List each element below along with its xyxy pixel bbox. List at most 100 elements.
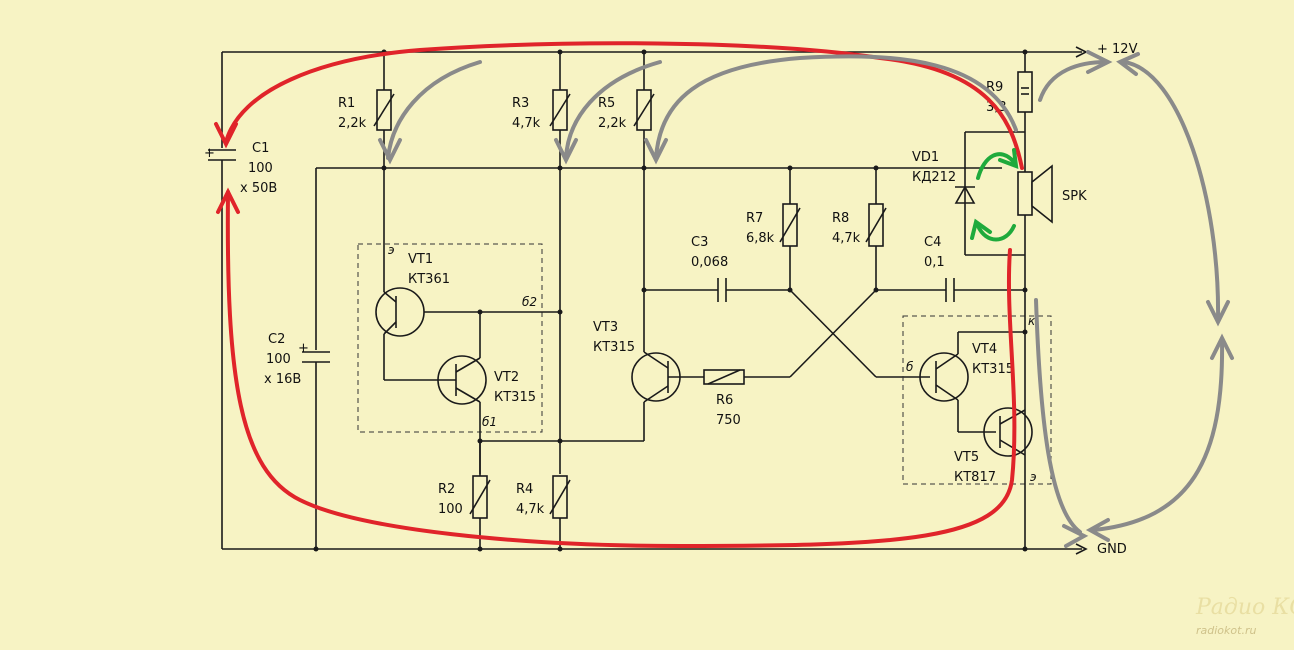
grey-loop-top (1122, 60, 1221, 322)
grey-arrow-r5 (644, 138, 668, 165)
r6-name: R6 (716, 393, 733, 408)
resistor-r6: R6 750 (703, 369, 790, 428)
c1-name: C1 (252, 141, 269, 156)
c4-value: 0,1 (924, 255, 945, 270)
resistor-r4: R4 4,7k (516, 475, 571, 549)
cross-wire-b (789, 289, 877, 378)
grey-arrow-r3 (554, 138, 578, 165)
green-loop-top (976, 152, 1016, 180)
grey-path-r5 (654, 54, 1018, 160)
c3-name: C3 (691, 235, 708, 250)
green-loop-bottom (976, 224, 1016, 242)
grey-loop-bottom (1092, 338, 1225, 532)
capacitor-c1: + C1 100 x 50В (204, 52, 277, 549)
red-arrow-top (214, 122, 238, 149)
speaker-spk: SPK (1017, 164, 1087, 224)
grey-path-bottom-right (1034, 298, 1082, 534)
watermark-logo: Радио КОТ (1195, 595, 1294, 620)
r8-name: R8 (832, 211, 849, 226)
svg-text:+: + (204, 146, 215, 161)
resistor-r1: R1 2,2k (338, 52, 395, 292)
resistor-r8: R8 4,7k (832, 168, 887, 290)
resistor-r2: R2 100 (438, 441, 491, 549)
vt4-name: VT4 (972, 342, 997, 357)
vt5-name: VT5 (954, 450, 979, 465)
green-arrow-bottom (970, 218, 992, 240)
c1-value: 100 (248, 161, 273, 176)
vt3-type: КТ315 (593, 340, 635, 355)
c1-voltage: x 50В (240, 181, 277, 196)
grey-path-r3 (564, 60, 662, 160)
r1-value: 2,2k (338, 116, 367, 131)
r5-value: 2,2k (598, 116, 627, 131)
r3-name: R3 (512, 96, 529, 111)
vt5-emitter-pin: э (1030, 470, 1037, 484)
vt4-base-pin: б (906, 360, 914, 374)
r2-name: R2 (438, 482, 455, 497)
capacitor-c4: C4 0,1 (876, 235, 1025, 302)
c4-name: C4 (924, 235, 941, 250)
vt2-name: VT2 (494, 370, 519, 385)
resistor-r3: R3 4,7k (512, 52, 571, 474)
r4-value: 4,7k (516, 502, 545, 517)
r4-name: R4 (516, 482, 533, 497)
vt2-type: КТ315 (494, 390, 536, 405)
vd1-name: VD1 (912, 150, 939, 165)
grey-arrow-loop-mid-down (1206, 300, 1230, 327)
vt4-type: КТ315 (972, 362, 1014, 377)
r5-name: R5 (598, 96, 615, 111)
b2-pin: б2 (522, 295, 537, 309)
spk-name: SPK (1062, 189, 1087, 204)
vt1-name: VT1 (408, 252, 433, 267)
b1-pin: б1 (482, 415, 497, 429)
grey-arrow-loop-top (1116, 52, 1140, 76)
grey-arrow-top-right (1086, 50, 1113, 74)
vt1-emitter-pin: э (388, 243, 395, 257)
vt1-type: КТ361 (408, 272, 450, 287)
grey-arrow-r1 (378, 138, 402, 165)
red-arrow-bottom (216, 187, 240, 214)
red-current-path-bottom (225, 190, 1017, 549)
resistor-r7: R7 6,8k (746, 168, 801, 290)
resistor-r5: R5 2,2k (598, 52, 655, 352)
transistor-vt4: VT4 КТ315 б к (906, 314, 1036, 433)
r3-value: 4,7k (512, 116, 541, 131)
grey-arrow-loop-bottom (1085, 518, 1110, 542)
r2-value: 100 (438, 502, 463, 517)
watermark-url: radiokot.ru (1196, 624, 1256, 637)
r6-value: 750 (716, 413, 741, 428)
diode-vd1: VD1 КД212 (912, 131, 1025, 256)
grey-arrow-loop-mid-up (1210, 333, 1234, 360)
r8-value: 4,7k (832, 231, 861, 246)
r7-value: 6,8k (746, 231, 775, 246)
vt5-type: КТ817 (954, 470, 996, 485)
c2-value: 100 (266, 352, 291, 367)
grey-path-r1 (386, 60, 482, 160)
green-arrow-top (998, 148, 1019, 170)
transistor-vt1: VT1 КТ361 э б2 (375, 243, 560, 380)
capacitor-c3: C3 0,068 (644, 235, 790, 302)
transistor-vt5: VT5 КТ817 э (954, 407, 1037, 485)
transistor-vt3: VT3 КТ315 (593, 320, 704, 441)
transistor-vt2: VT2 КТ315 б1 (384, 312, 536, 474)
vplus-label: + 12V (1097, 42, 1138, 57)
c2-name: C2 (268, 332, 285, 347)
r1-name: R1 (338, 96, 355, 111)
vt3-name: VT3 (593, 320, 618, 335)
power-rails: + 12V GND (222, 42, 1138, 557)
gnd-arrow (1075, 543, 1088, 555)
collector-pin: к (1028, 314, 1036, 328)
c3-value: 0,068 (691, 255, 728, 270)
r7-name: R7 (746, 211, 763, 226)
svg-text:+: + (298, 341, 309, 356)
vd1-type: КД212 (912, 170, 956, 185)
red-current-path-top (224, 41, 1024, 170)
gnd-label: GND (1097, 542, 1127, 557)
capacitor-c2: + C2 100 x 16В (264, 332, 330, 549)
c2-voltage: x 16В (264, 372, 301, 387)
grey-path-top-right (1038, 60, 1108, 102)
grey-arrow-bottom-right (1062, 524, 1089, 548)
vt1-vt2-box (357, 243, 543, 433)
vt4-vt5-box (902, 315, 1052, 485)
